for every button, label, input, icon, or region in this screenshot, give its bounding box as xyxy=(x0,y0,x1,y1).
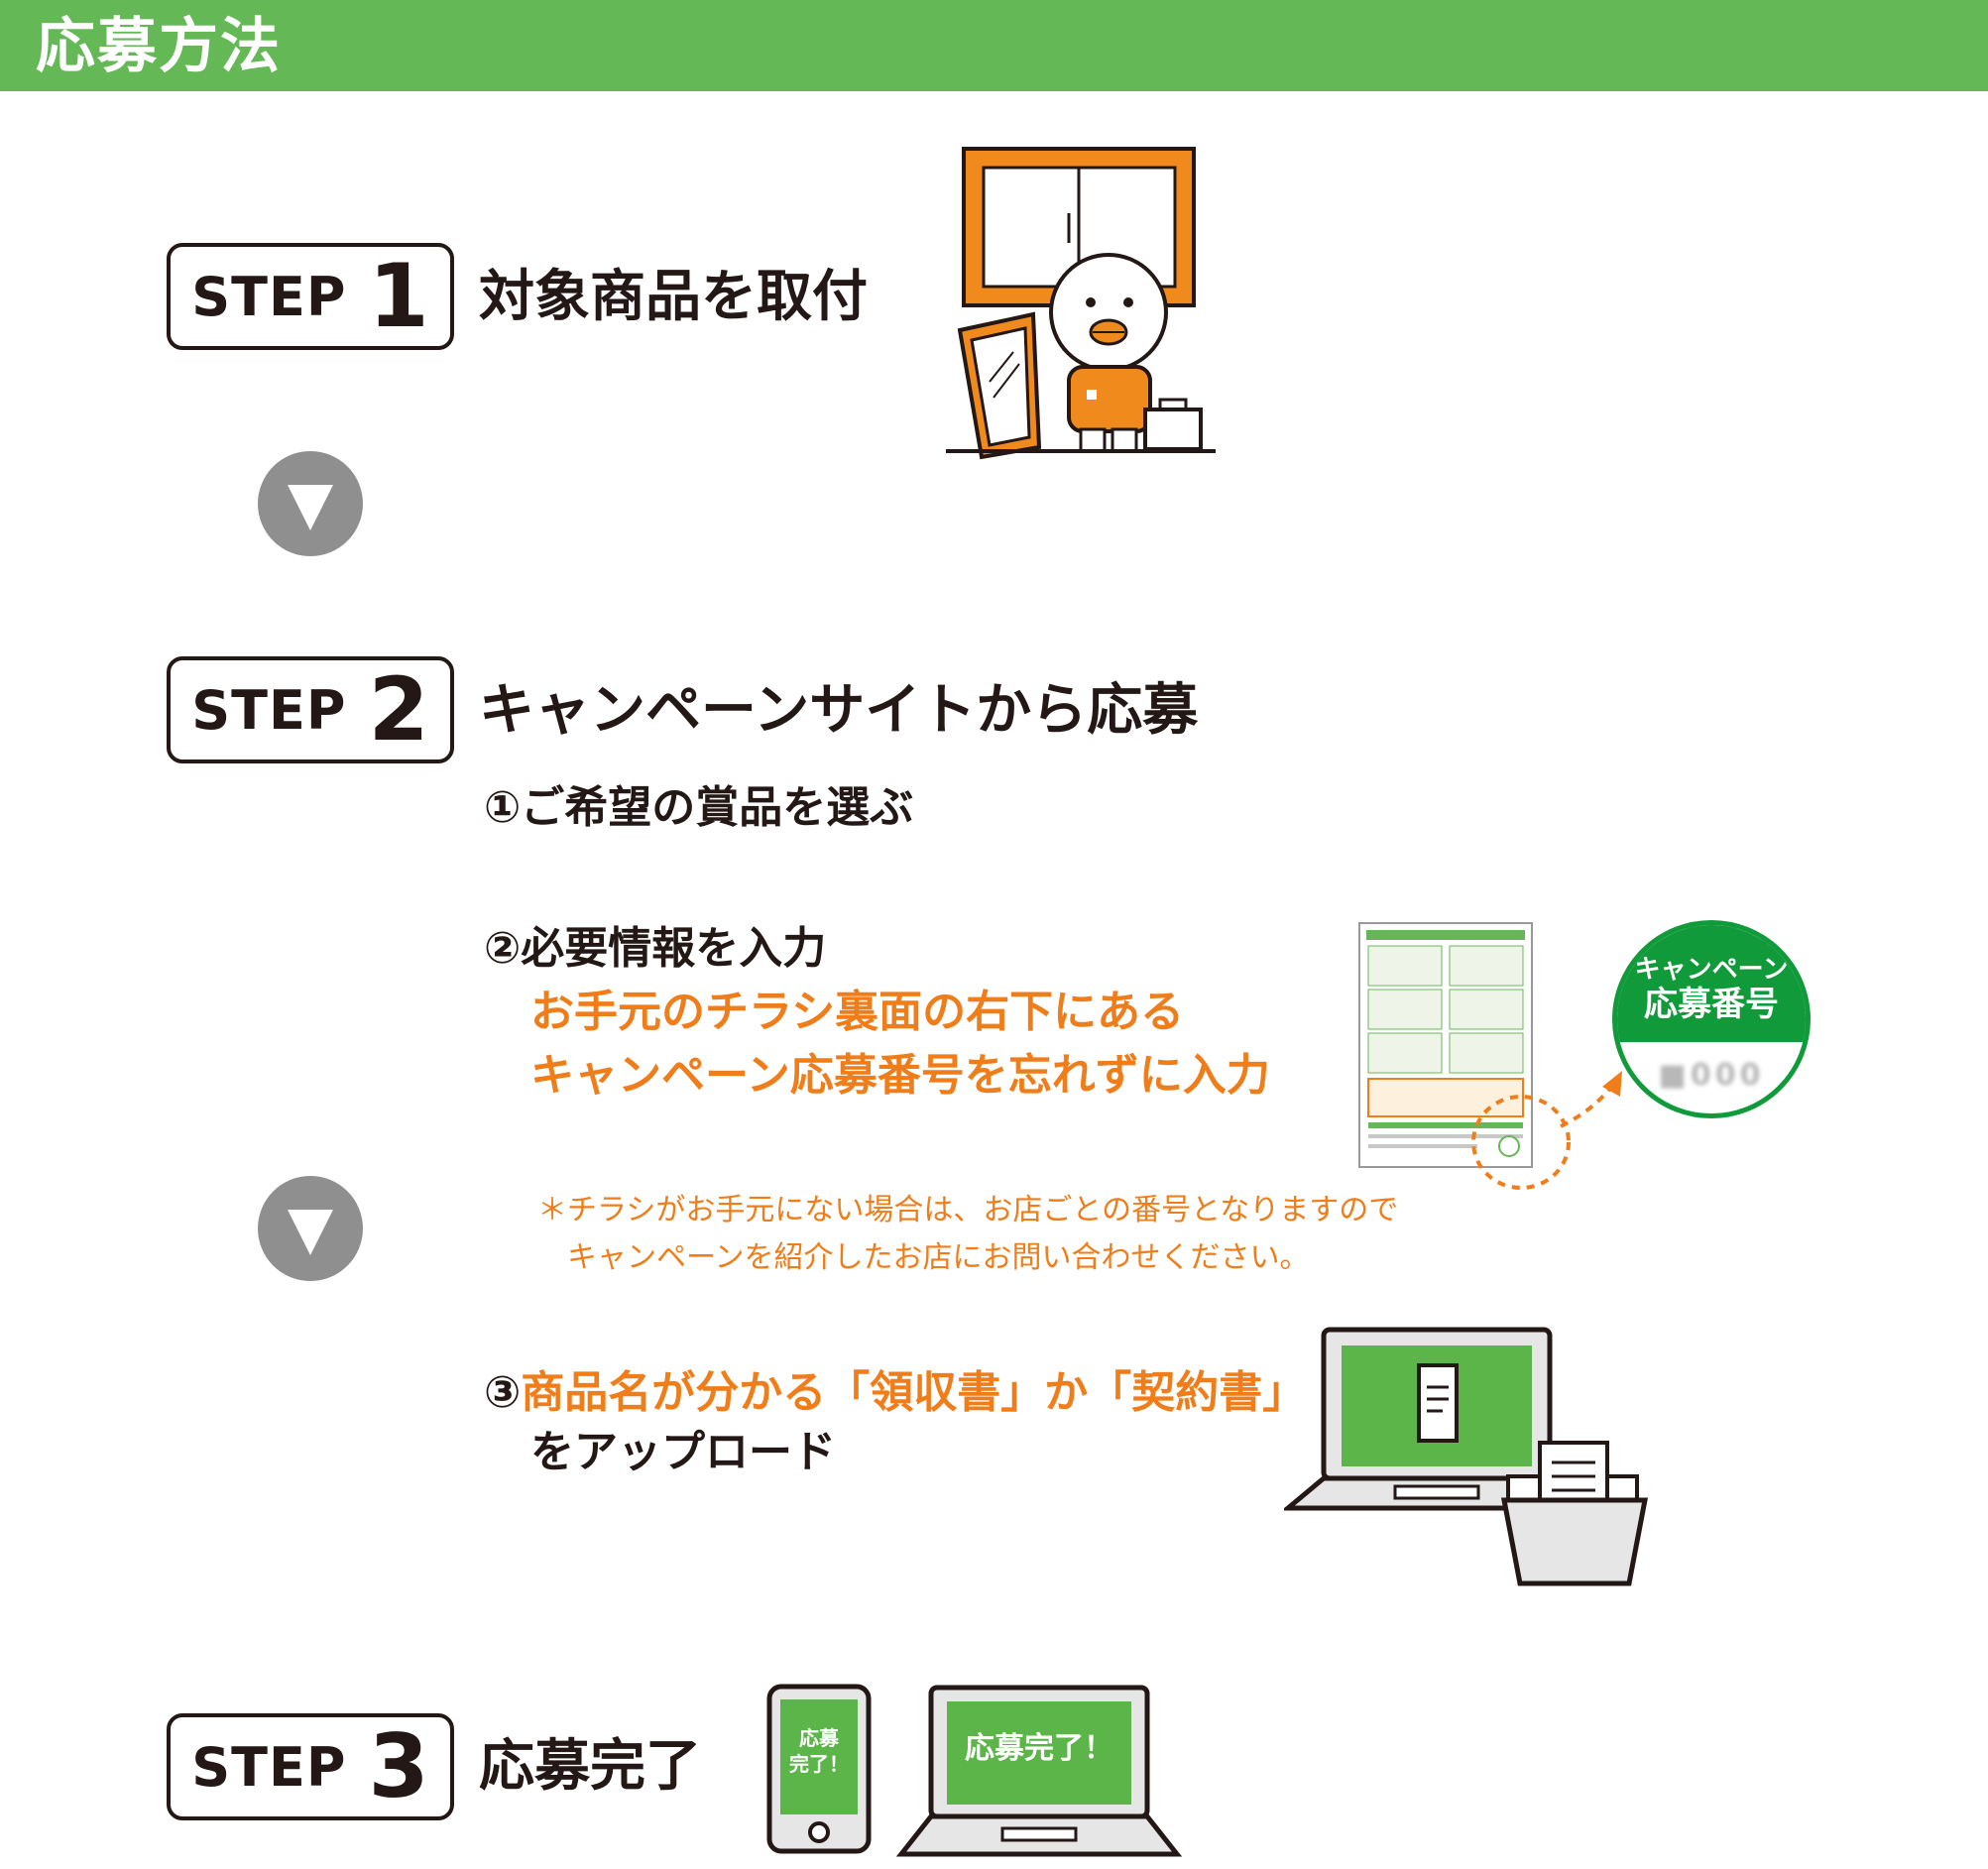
step1-number: 1 xyxy=(368,245,429,347)
step1-badge: STEP 1 xyxy=(167,243,454,350)
down-arrow-icon xyxy=(258,1176,363,1281)
step2-badge: STEP 2 xyxy=(167,656,454,763)
step3-word: STEP xyxy=(191,1735,347,1799)
step2-sub1: ①ご希望の賞品を選ぶ xyxy=(484,782,914,833)
step1-word: STEP xyxy=(191,265,347,328)
page-title: 応募方法 xyxy=(36,12,282,81)
step2-sub2: ②必要情報を入力 xyxy=(484,923,827,974)
step2-word: STEP xyxy=(191,678,347,742)
phone-screen-text-line2: 完了！ xyxy=(789,1752,849,1776)
step3-title: 応募完了 xyxy=(479,1734,701,1799)
step3-badge: STEP 3 xyxy=(167,1713,454,1820)
step2-sub3-orange: 商品名が分かる「領収書」か「契約書」 xyxy=(521,1367,1307,1418)
laptop-complete-icon: 応募完了！ xyxy=(895,1684,1183,1862)
step2-note-line2: キャンペーンを紹介したお店にお問い合わせください。 xyxy=(567,1240,1310,1275)
step2-sub2-orange1: お手元のチラシ裏面の右下にある xyxy=(530,987,1185,1037)
laptop-screen-text: 応募完了！ xyxy=(965,1731,1113,1766)
flyer-thumbnail xyxy=(1358,922,1533,1168)
campaign-badge-line2: 応募番号 xyxy=(1644,985,1779,1024)
step2-sub3: ③商品名が分かる「領収書」か「契約書」 xyxy=(484,1366,1306,1420)
campaign-number-badge: キャンペーン 応募番号 ■000 xyxy=(1612,920,1811,1118)
step2-sub2-orange2: キャンペーン応募番号を忘れずに入力 xyxy=(530,1050,1270,1101)
campaign-badge-line1: キャンペーン xyxy=(1634,955,1789,985)
step2-sub3-rest: をアップロード xyxy=(530,1427,836,1477)
step2-sub3-number: ③ xyxy=(484,1367,522,1418)
laptop-upload-icon xyxy=(1284,1327,1649,1586)
campaign-badge-number: ■000 xyxy=(1658,1058,1765,1093)
campaign-badge-header: キャンペーン 応募番号 xyxy=(1617,925,1806,1042)
step2-number: 2 xyxy=(368,658,429,760)
phone-screen-text-line1: 応募 xyxy=(799,1726,839,1750)
step1-title: 対象商品を取付 xyxy=(479,265,868,329)
step2-note-line1: ＊チラシがお手元にない場合は、お店ごとの番号となりますので xyxy=(537,1193,1399,1227)
down-arrow-icon xyxy=(258,451,363,556)
step3-number: 3 xyxy=(368,1715,429,1817)
header-bar xyxy=(0,0,1988,91)
dashed-callout-arrow xyxy=(1471,1071,1622,1190)
window-bird-illustration xyxy=(946,147,1216,460)
step2-title: キャンペーンサイトから応募 xyxy=(479,678,1199,743)
smartphone-icon: 応募 完了！ xyxy=(766,1684,872,1854)
